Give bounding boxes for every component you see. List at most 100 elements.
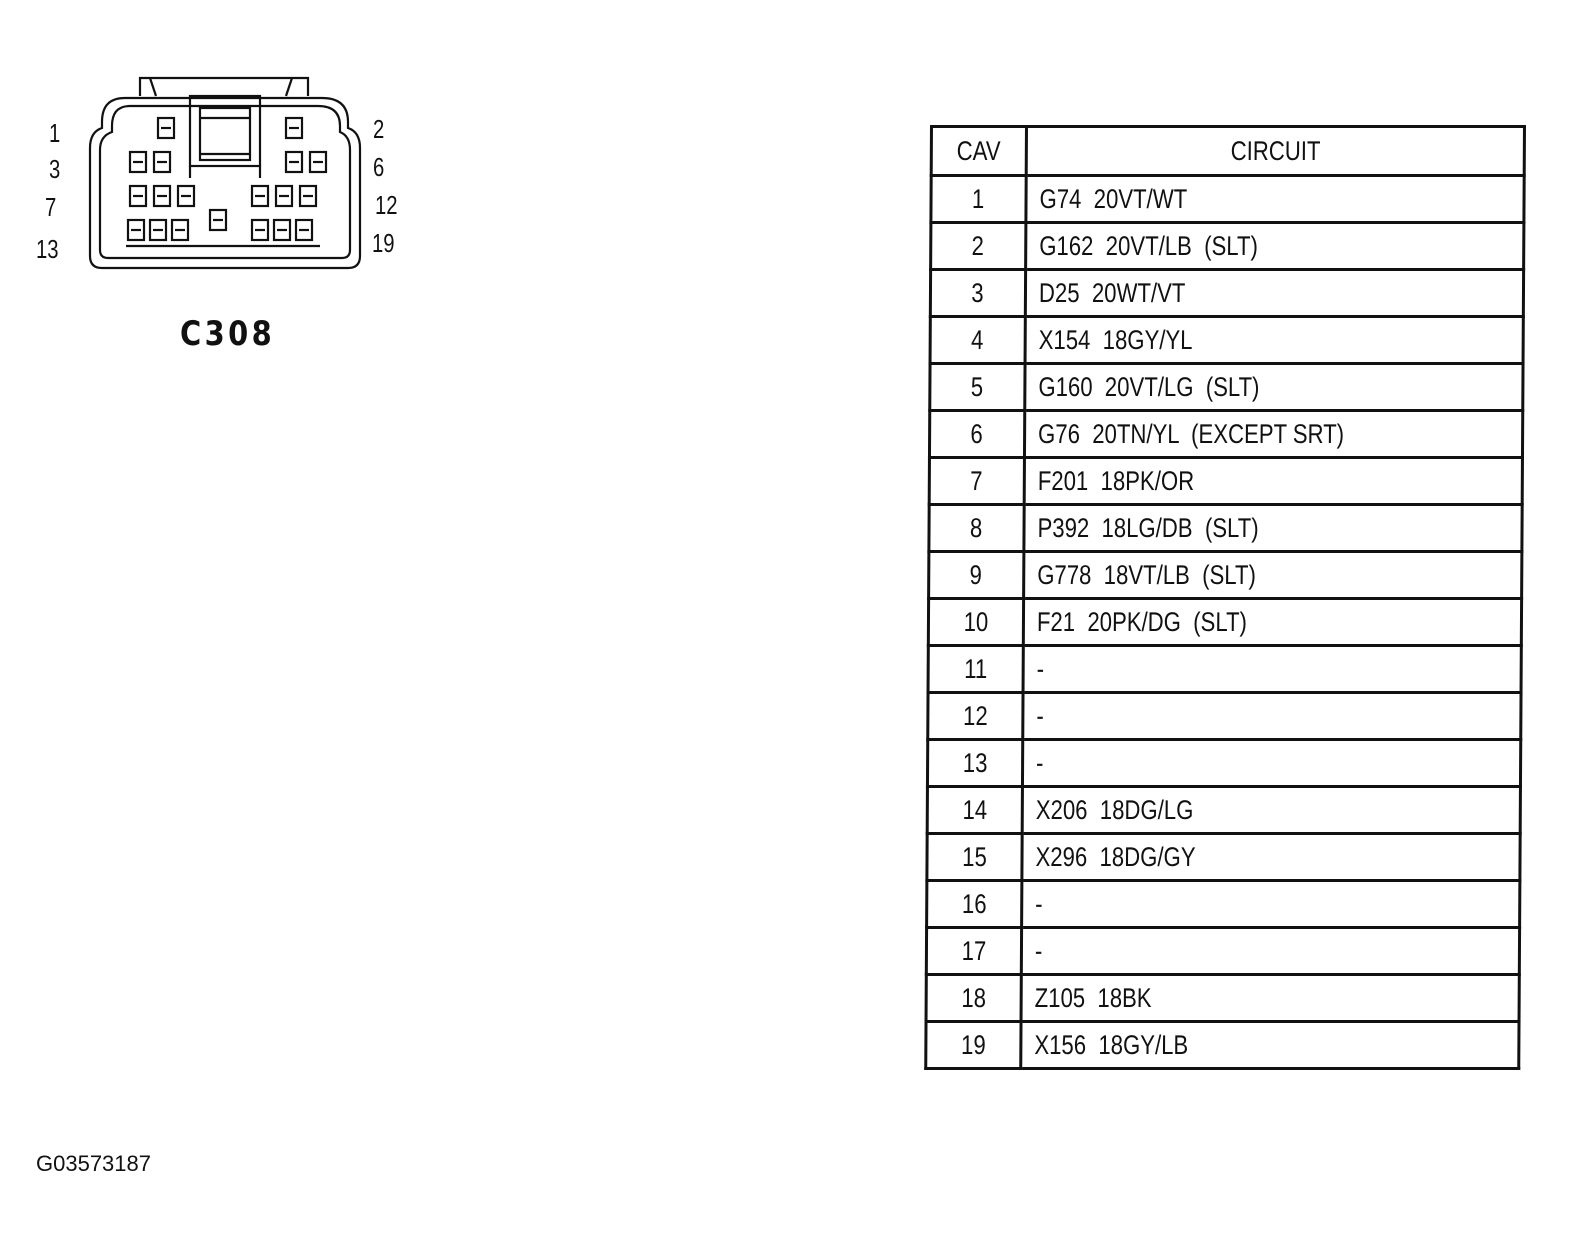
cavity-terminal bbox=[152, 184, 172, 208]
circuit-cell: F201 18PK/OR bbox=[1024, 457, 1523, 505]
cav-cell: 16 bbox=[926, 880, 1022, 928]
cavity-terminal bbox=[156, 116, 176, 140]
header-cav: CAV bbox=[931, 126, 1027, 176]
table-row: 13- bbox=[927, 739, 1521, 787]
circuit-cell: Z105 18BK bbox=[1021, 974, 1520, 1022]
center-lock-inner bbox=[198, 106, 252, 162]
circuit-cell: P392 18LG/DB (SLT) bbox=[1023, 504, 1523, 552]
connector-id-label: C308 bbox=[180, 314, 276, 354]
cavity-terminal bbox=[284, 116, 304, 140]
table-row: 11- bbox=[928, 645, 1522, 693]
cav-cell: 4 bbox=[930, 316, 1026, 364]
circuit-cell: D25 20WT/VT bbox=[1025, 269, 1524, 317]
cavity-terminal bbox=[272, 218, 292, 242]
connector-face-drawing bbox=[88, 76, 362, 270]
cavity-terminal bbox=[148, 218, 168, 242]
figure-id-label: G03573187 bbox=[36, 1151, 151, 1176]
circuit-cell: - bbox=[1022, 739, 1521, 787]
circuit-cell: X296 18DG/GY bbox=[1021, 833, 1521, 881]
cavity-terminals bbox=[126, 116, 328, 248]
cav-cell: 19 bbox=[925, 1021, 1022, 1069]
circuit-cell: - bbox=[1021, 880, 1520, 928]
cavity-terminal bbox=[128, 150, 148, 174]
cavity-terminal bbox=[128, 184, 148, 208]
cavity-terminal bbox=[274, 184, 294, 208]
latch-ribs bbox=[148, 77, 294, 97]
cav-cell: 6 bbox=[929, 410, 1025, 458]
cav-cell: 7 bbox=[929, 457, 1025, 505]
cav-cell: 10 bbox=[928, 598, 1024, 646]
cav-cell: 9 bbox=[928, 551, 1024, 599]
pin-number-7: 7 bbox=[45, 192, 57, 222]
cavity-terminal bbox=[176, 184, 196, 208]
table-row: 12- bbox=[927, 692, 1522, 740]
pin-number-3: 3 bbox=[49, 154, 61, 184]
cavity-terminal bbox=[170, 218, 190, 242]
housing-inner bbox=[98, 104, 352, 260]
cav-cell: 18 bbox=[926, 974, 1022, 1022]
connector-diagram: 1 3 7 13 2 6 12 19 C308 bbox=[30, 70, 410, 360]
pin-number-1: 1 bbox=[49, 118, 61, 148]
circuit-cell: X154 18GY/YL bbox=[1025, 316, 1524, 364]
pin-number-13: 13 bbox=[36, 234, 59, 264]
pin-number-2: 2 bbox=[373, 114, 385, 144]
cav-cell: 14 bbox=[927, 786, 1023, 834]
circuit-cell: X206 18DG/LG bbox=[1022, 786, 1521, 834]
header-circuit: CIRCUIT bbox=[1026, 126, 1525, 176]
cavity-terminal bbox=[126, 218, 146, 242]
cavity-terminal bbox=[308, 150, 328, 174]
circuit-cell: G74 20VT/WT bbox=[1025, 175, 1525, 223]
circuit-cell: X156 18GY/LB bbox=[1020, 1021, 1520, 1069]
cavity-terminal bbox=[284, 150, 304, 174]
circuit-cell: F21 20PK/DG (SLT) bbox=[1023, 598, 1522, 646]
cav-cell: 3 bbox=[930, 269, 1026, 317]
cav-cell: 11 bbox=[928, 645, 1024, 693]
circuit-cell: G160 20VT/LG (SLT) bbox=[1024, 363, 1524, 411]
pin-number-19: 19 bbox=[372, 228, 395, 258]
cav-cell: 1 bbox=[930, 175, 1027, 223]
housing-outer bbox=[88, 96, 362, 270]
circuit-cell: - bbox=[1023, 645, 1522, 693]
cav-cell: 8 bbox=[928, 504, 1025, 552]
pin-number-6: 6 bbox=[373, 152, 385, 182]
cav-cell: 13 bbox=[927, 739, 1023, 787]
table-header-row: CAV CIRCUIT bbox=[931, 126, 1525, 176]
latch-outline bbox=[138, 76, 310, 96]
cav-cell: 12 bbox=[927, 692, 1024, 740]
pin-number-12: 12 bbox=[375, 190, 398, 220]
cavity-terminal bbox=[152, 150, 172, 174]
circuit-cell: G76 20TN/YL (EXCEPT SRT) bbox=[1024, 410, 1523, 458]
cav-cell: 5 bbox=[929, 363, 1026, 411]
cavity-terminal bbox=[298, 184, 318, 208]
cav-cell: 15 bbox=[926, 833, 1023, 881]
circuit-cell: G162 20VT/LB (SLT) bbox=[1025, 222, 1524, 270]
cav-cell: 2 bbox=[930, 222, 1026, 270]
circuit-cell: - bbox=[1021, 927, 1520, 975]
circuit-cell: G778 18VT/LB (SLT) bbox=[1023, 551, 1522, 599]
table-row: 17- bbox=[926, 927, 1520, 975]
center-lock-outer bbox=[188, 94, 262, 168]
cav-cell: 17 bbox=[926, 927, 1022, 975]
cavity-terminal bbox=[208, 208, 228, 232]
cavity-terminal bbox=[294, 218, 314, 242]
table-row: 16- bbox=[926, 880, 1520, 928]
cavity-terminal bbox=[250, 184, 270, 208]
cavity-terminal bbox=[250, 218, 270, 242]
circuit-cell: - bbox=[1022, 692, 1522, 740]
